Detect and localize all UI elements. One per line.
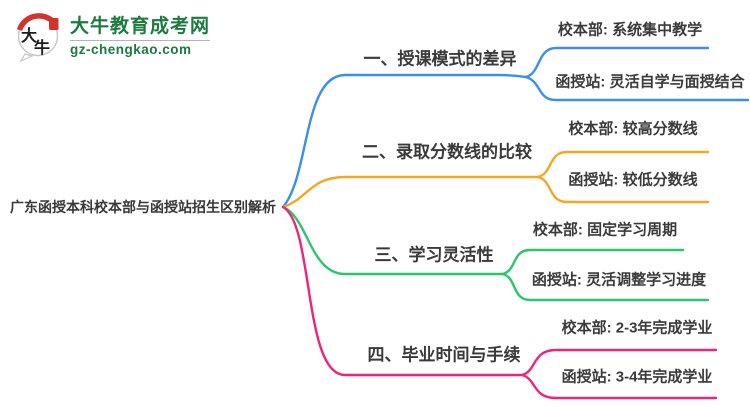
branch2-child-node-1: 校本部: 较高分数线 [568, 120, 698, 138]
branch4-child2-line [520, 373, 718, 400]
branch1-child1-line [524, 46, 710, 79]
logo-red-arc [16, 13, 54, 32]
branch4-child-node-1: 校本部: 2-3年完成学业 [561, 319, 713, 337]
branch2-child2-line [536, 175, 710, 204]
branch3-child-node-1: 校本部: 固定学习周期 [532, 221, 678, 239]
branch-node-1: 一、授课模式的差异 [363, 49, 517, 69]
branch1-child2-line [524, 75, 750, 102]
branch4-child-node-2: 函授站: 3-4年完成学业 [561, 368, 713, 386]
branch2-main-line [281, 175, 540, 209]
root-node: 广东函授本科校本部与函授站招生区别解析 [10, 199, 276, 215]
branch-node-2: 二、录取分数线的比较 [362, 142, 532, 162]
logo-mark: 大 牛 [14, 10, 64, 63]
branch2-child-node-2: 函授站: 较低分数线 [568, 171, 698, 189]
branch2-child1-line [536, 150, 710, 179]
logo-mark-char1: 大 [21, 26, 37, 45]
logo-divider [70, 40, 211, 42]
branch-node-4: 四、毕业时间与手续 [367, 345, 521, 365]
branch1-child-node-1: 校本部: 系统集中教学 [557, 21, 703, 39]
branch4-child1-line [520, 348, 718, 377]
branch1-main-line [281, 73, 528, 209]
branch3-child-node-2: 函授站: 灵活调整学习进度 [531, 271, 707, 289]
branch3-child1-line [501, 248, 685, 276]
branch3-child2-line [501, 272, 710, 302]
logo-mark-char2: 牛 [34, 38, 50, 57]
logo-bubble-tail [19, 53, 34, 63]
branch3-main-line [281, 205, 505, 276]
logo-mark-graphic: 大 牛 [16, 13, 59, 63]
logo-seal [49, 18, 59, 30]
site-url: gz-chengkao.com [70, 42, 192, 58]
site-logo: 大 牛 大牛教育成考网 gz-chengkao.com [14, 10, 211, 63]
branch4-main-line [281, 205, 524, 377]
site-name: 大牛教育成考网 [70, 15, 211, 37]
branch-node-3: 三、学习灵活性 [374, 245, 494, 265]
branch1-child-node-2: 函授站: 灵活自学与面授结合 [555, 73, 745, 91]
logo-text-block: 大牛教育成考网 gz-chengkao.com [70, 15, 211, 58]
